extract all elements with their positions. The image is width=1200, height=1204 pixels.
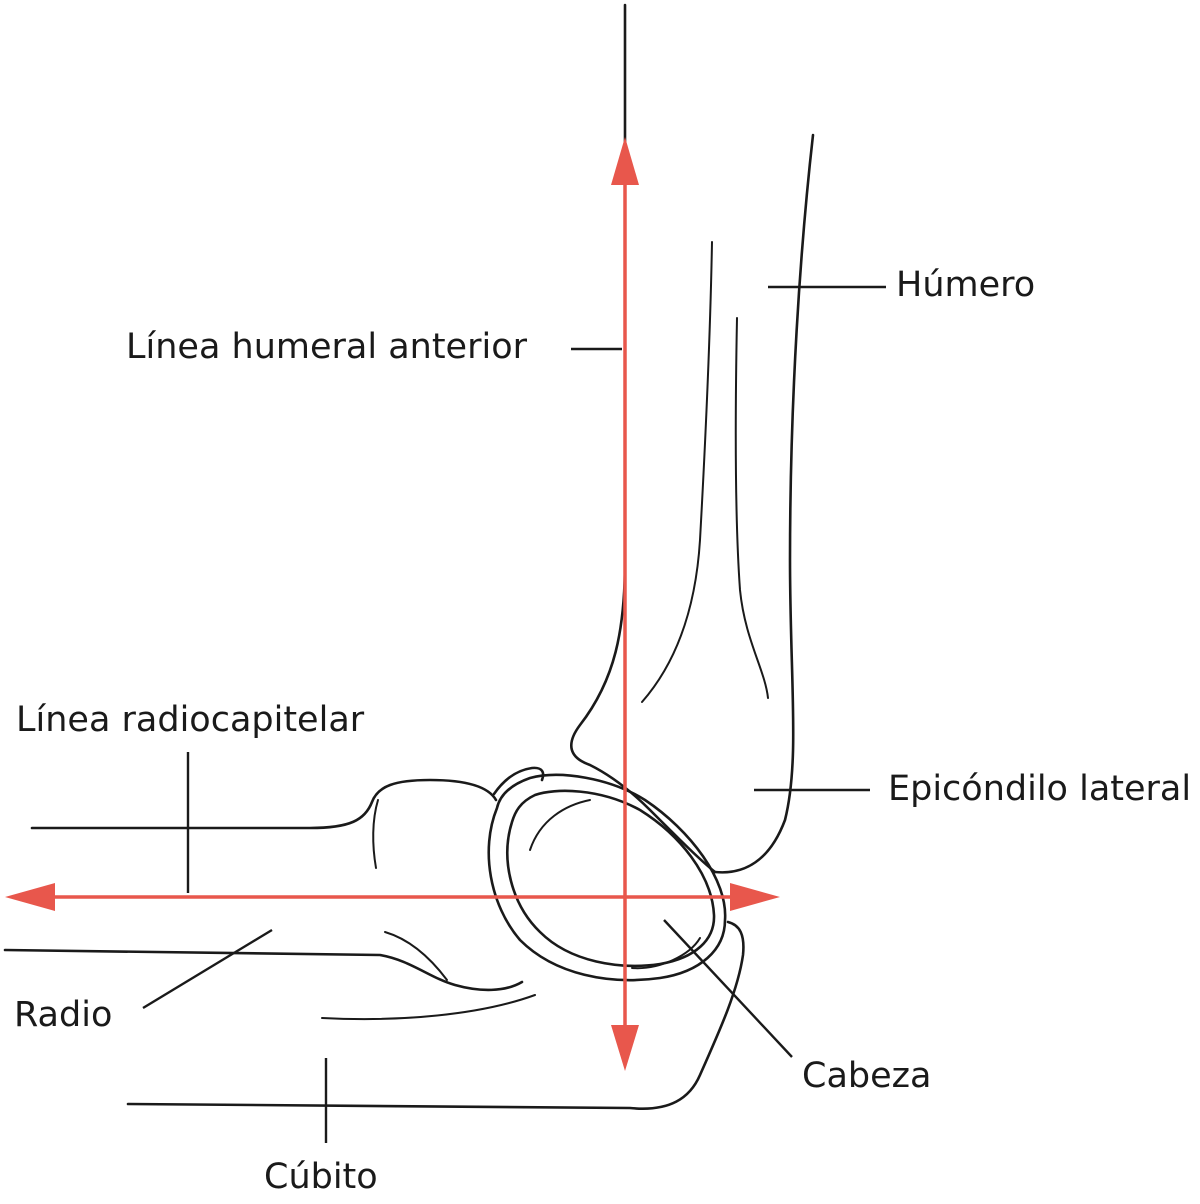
label-linea-radiocapitelar: Línea radiocapitelar (16, 700, 365, 740)
radiocapitellar-line-arrow-left (5, 883, 55, 911)
humerus-inner-line-1 (641, 241, 713, 703)
capitellum-highlight-1 (529, 799, 591, 851)
radius-upper-outline (30, 778, 498, 830)
capitellum-highlight-2 (631, 937, 701, 970)
radius-lower-outline (3, 948, 524, 992)
label-epicondilo-lateral: Epicóndilo lateral (888, 769, 1192, 809)
leader-radio (142, 928, 273, 1010)
radius-neck-line (372, 799, 379, 869)
capitellum-outer (487, 773, 727, 982)
label-cabeza: Cabeza (802, 1056, 932, 1096)
ulna-upper-line (321, 994, 536, 1021)
humerus-inner-line-2 (734, 317, 769, 699)
label-linea-humeral-anterior: Línea humeral anterior (126, 327, 527, 367)
radius-inner-line (384, 931, 448, 981)
leader-cabeza (663, 919, 793, 1058)
anterior-humeral-line-arrow-bottom (611, 1025, 639, 1071)
radiocapitellar-line-arrow-right (730, 883, 780, 911)
label-cubito: Cúbito (264, 1157, 378, 1197)
label-radio: Radio (14, 995, 113, 1035)
label-humero: Húmero (896, 265, 1036, 305)
humerus-posterior-outline (713, 133, 815, 874)
anterior-humeral-line-arrow-top (611, 137, 639, 185)
humerus-anterior-outline (570, 3, 717, 874)
coronoid-tip (492, 766, 545, 796)
capitellum-inner (506, 789, 716, 968)
ulna-outline (126, 920, 745, 1110)
